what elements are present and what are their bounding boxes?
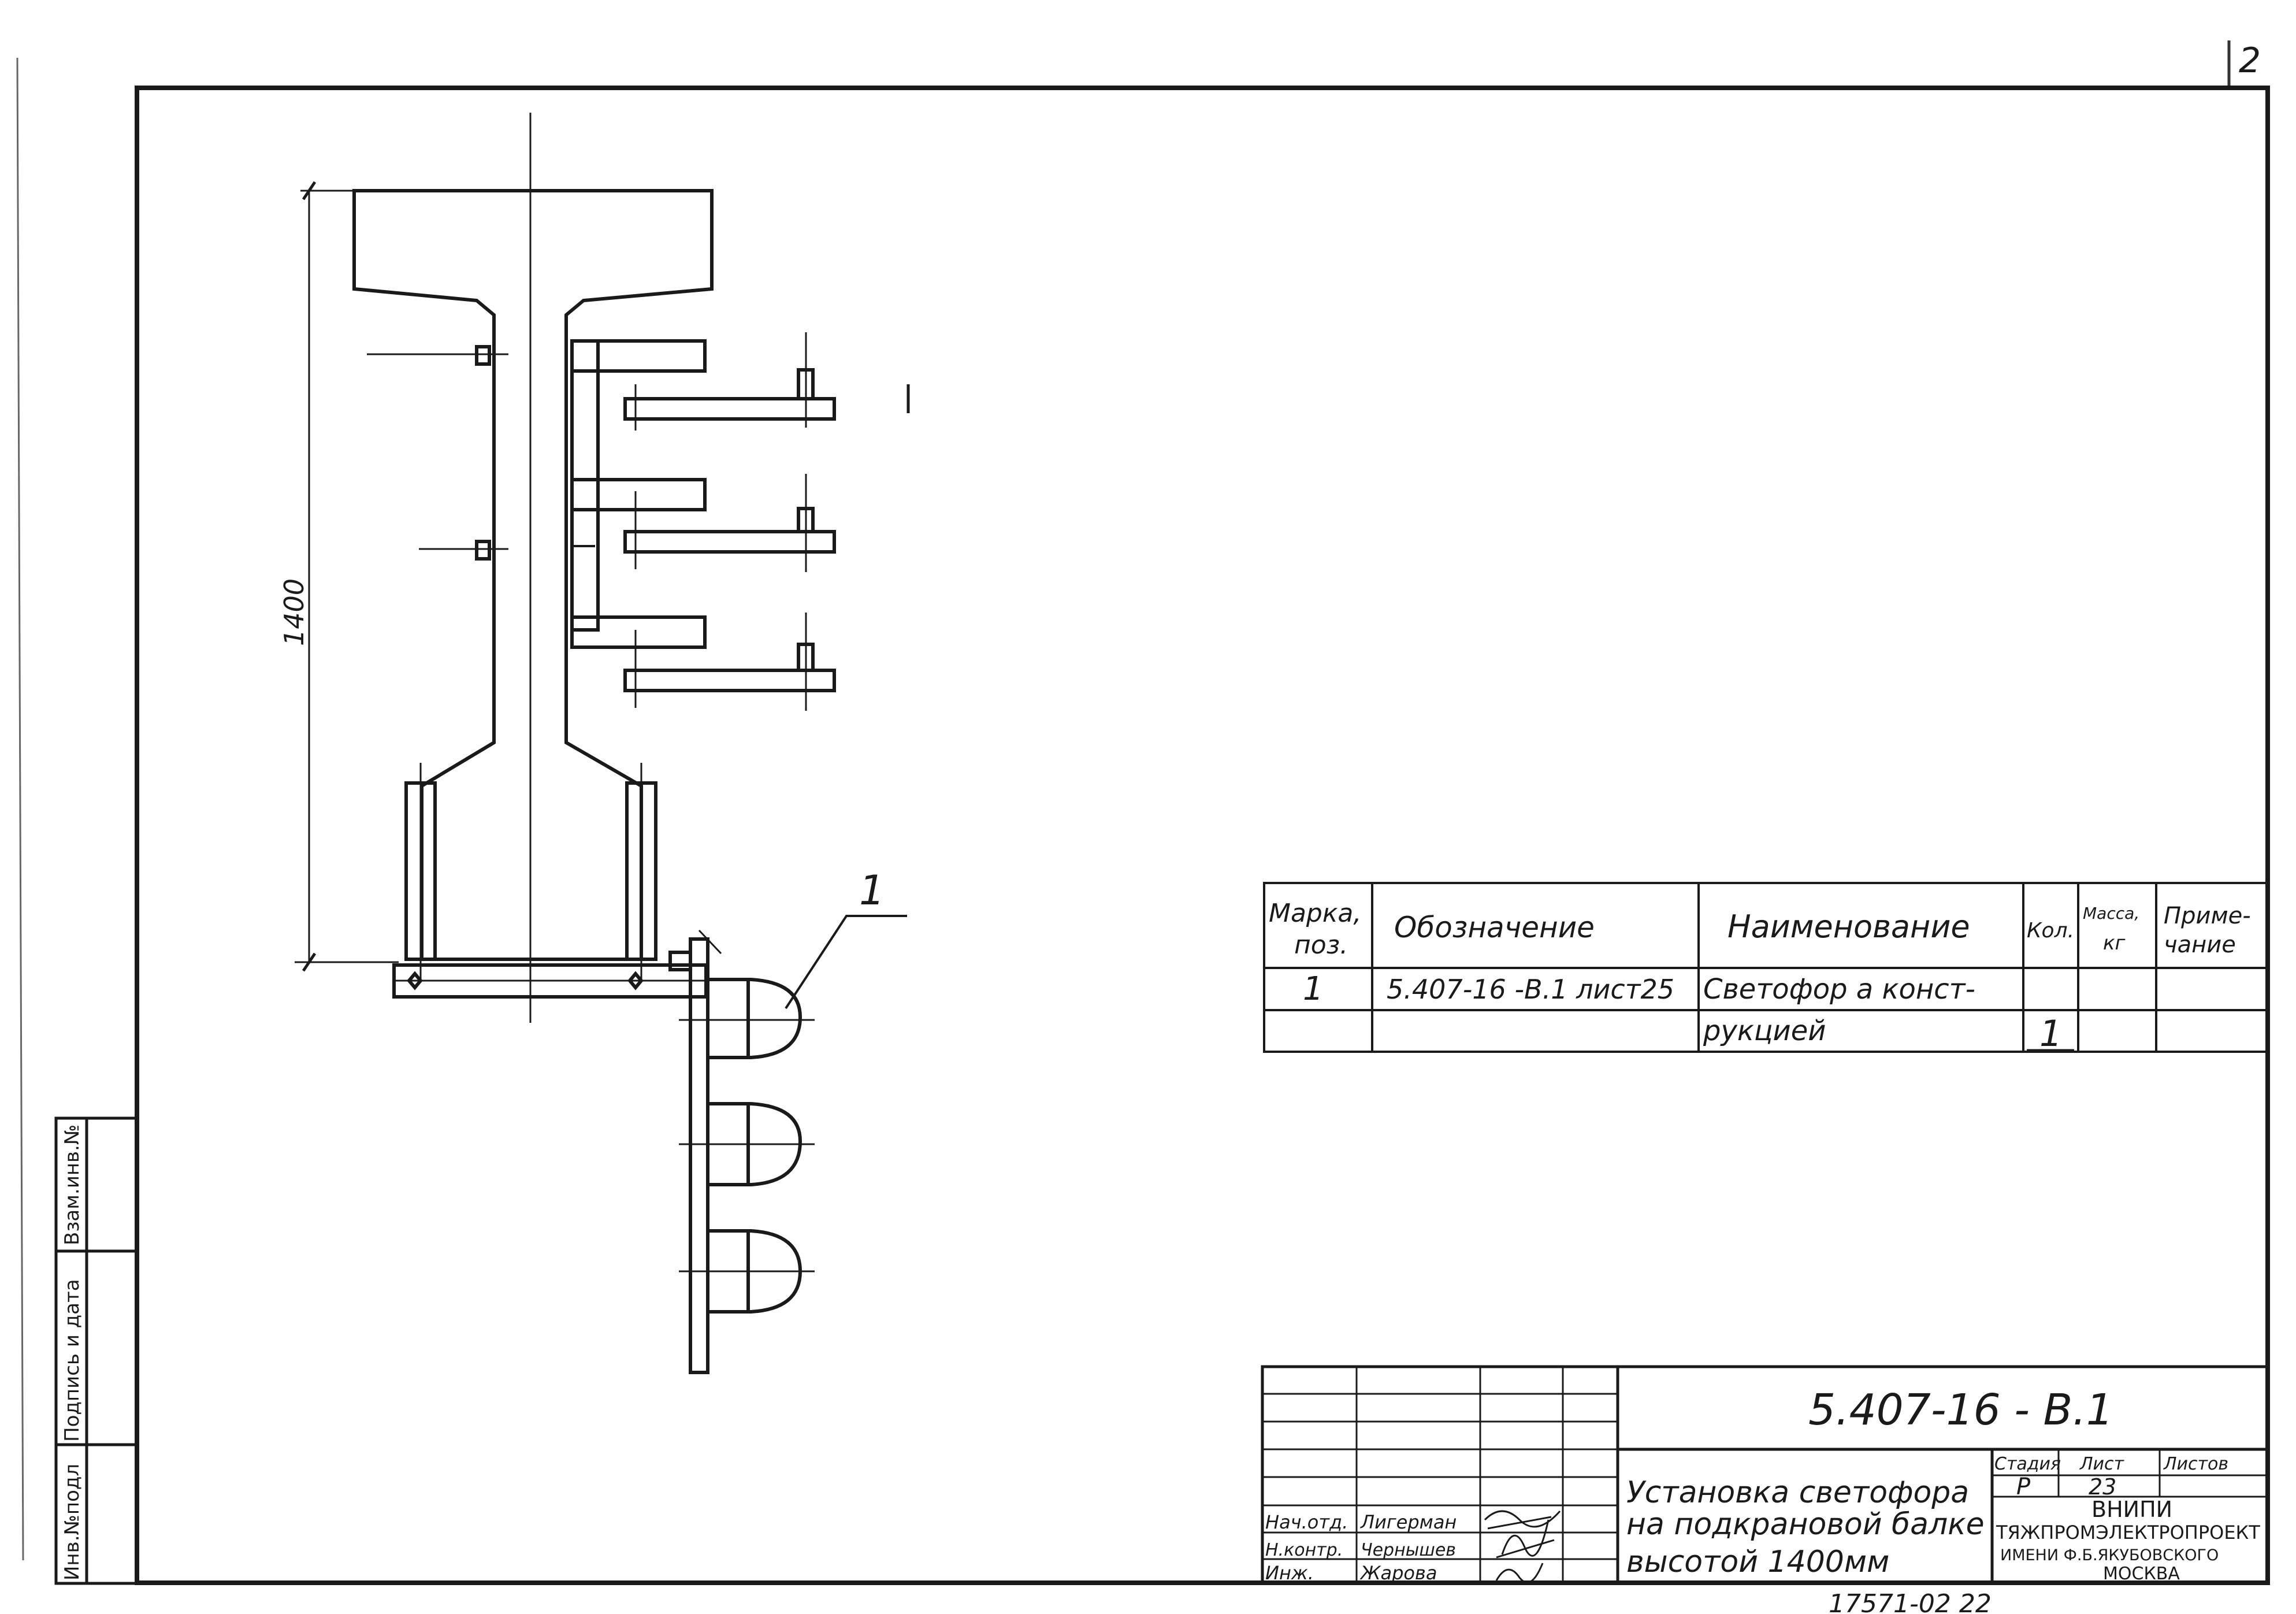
- bracket-2: [570, 478, 707, 511]
- lens-1: [708, 978, 803, 1059]
- stage-value: Р: [2016, 1474, 2031, 1500]
- spec-header-designation: Обозначение: [1394, 911, 1595, 944]
- title-line-3: высотой 1400мм: [1626, 1545, 1889, 1579]
- title-block-text: 5.407-16 - В.1 Установка светофора на по…: [1265, 1385, 2260, 1584]
- spec-header-mark-2: поз.: [1294, 930, 1348, 960]
- sheet-label: Лист: [2079, 1454, 2125, 1474]
- weld-mark: [698, 929, 722, 955]
- title-line-1: Установка светофора: [1626, 1475, 1969, 1510]
- role-2-name: Чернышев: [1361, 1540, 1456, 1560]
- org-line-4: МОСКВА: [2103, 1564, 2180, 1584]
- side-stamp-signature: Подпись и дата: [61, 1279, 84, 1442]
- spec-row-designation: 5.407-16 -В.1 лист25: [1387, 974, 1674, 1005]
- lamp-arm-3: [623, 669, 836, 692]
- org-line-3: ИМЕНИ Ф.Б.ЯКУБОВСКОГО: [2000, 1546, 2219, 1564]
- dimension-tick-top: [302, 181, 317, 201]
- side-stamp: [54, 1116, 139, 1585]
- spec-header-mass-1: Масса,: [2083, 904, 2139, 923]
- vertical-bracket: [570, 339, 600, 632]
- role-3-name: Жарова: [1359, 1562, 1437, 1584]
- spec-header-qty: Кол.: [2027, 919, 2074, 943]
- left-bolt-marker: [407, 971, 423, 990]
- sheet-corner-mark: 2: [2239, 40, 2261, 81]
- title-line-2: на подкрановой балке: [1626, 1507, 1985, 1542]
- side-stamp-replace: Взам.инв.№: [61, 1125, 84, 1245]
- spec-table-text: Марка, поз. Обозначение Наименование Кол…: [1269, 899, 2251, 1055]
- hood-1: [706, 978, 750, 1059]
- role-2: Н.контр.: [1265, 1540, 1343, 1560]
- spec-header-note-1: Приме-: [2164, 903, 2251, 929]
- role-1-name: Лигерман: [1360, 1511, 1457, 1533]
- sheets-label: Листов: [2163, 1454, 2228, 1474]
- signal-backplate: [689, 937, 709, 1374]
- dimension-tick-bottom: [302, 952, 317, 972]
- left-edge-line: [16, 57, 24, 1561]
- spec-row-name-1: Светофор а конст-: [1703, 973, 1975, 1005]
- spec-row-qty: 1: [2039, 1012, 2062, 1055]
- stage-label: Стадия: [1994, 1454, 2061, 1474]
- side-stamp-frame: [54, 1116, 139, 1585]
- height-dimension: [295, 181, 399, 972]
- document-code: 5.407-16 - В.1: [1808, 1385, 2113, 1435]
- spec-row-mark: 1: [1303, 970, 1324, 1008]
- lens-2: [708, 1102, 803, 1186]
- signature-2: [1496, 1519, 1555, 1559]
- role-1: Нач.отд.: [1265, 1511, 1348, 1533]
- right-bolt-marker: [627, 971, 644, 990]
- sheet-value: 23: [2089, 1474, 2116, 1500]
- bolt-1: [475, 345, 491, 366]
- bolt-2: [475, 540, 491, 561]
- spec-row-name-2: рукцией: [1703, 1015, 1826, 1047]
- spec-header-name: Наименование: [1727, 908, 1970, 945]
- org-line-2: ТЯЖПРОМЭЛЕКТРОПРОЕКТ: [1996, 1522, 2260, 1543]
- bottom-number: 17571-02 22: [1829, 1589, 1992, 1614]
- dimension-1400-label: 1400: [278, 578, 310, 646]
- lamp-arm-1: [623, 397, 836, 421]
- org-line-1: ВНИПИ: [2091, 1497, 2172, 1522]
- sheet-frame: [135, 86, 2270, 1585]
- spec-header-mark-1: Марка,: [1269, 899, 1361, 928]
- bracket-bolt: [668, 951, 692, 971]
- specification-table: [1263, 882, 2269, 1053]
- lamp-arm-2: [623, 530, 836, 554]
- position-leader-label: 1: [859, 867, 885, 914]
- side-stamp-inv: Инв.№подл: [61, 1464, 84, 1580]
- role-3: Инж.: [1265, 1562, 1314, 1584]
- spec-header-note-2: чание: [2164, 932, 2236, 958]
- spec-header-mass-2: кг: [2103, 932, 2126, 955]
- signature-3: [1495, 1563, 1544, 1583]
- title-block: [1261, 1365, 2269, 1585]
- bracket-3: [570, 615, 707, 649]
- signal-lenses: [679, 978, 815, 1314]
- signature-1: [1484, 1510, 1561, 1530]
- bracket-1: [570, 339, 707, 373]
- crane-beam-drawing: [352, 113, 910, 1374]
- position-leader: [785, 915, 907, 1010]
